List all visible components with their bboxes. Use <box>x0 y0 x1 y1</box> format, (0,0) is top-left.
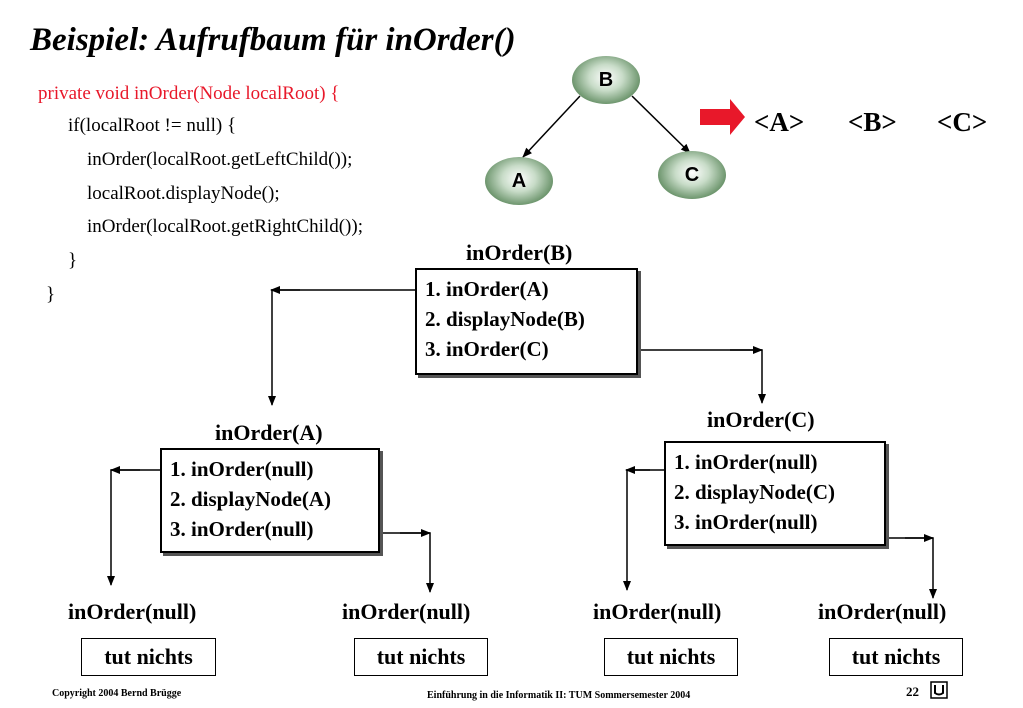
slide-title: Beispiel: Aufrufbaum für inOrder() <box>30 22 516 58</box>
arrow-b-to-a <box>271 289 415 405</box>
code-right-call: inOrder(localRoot.getRightChild()); <box>87 216 363 237</box>
arrow-a-to-null1 <box>107 469 162 586</box>
code-left-call: inOrder(localRoot.getLeftChild()); <box>87 149 353 170</box>
arrow-a-to-null2 <box>380 532 434 593</box>
call-b-box: 1. inOrder(A) 2. displayNode(B) 3. inOrd… <box>415 268 638 375</box>
call-a-step-1: 1. inOrder(null) <box>170 457 314 481</box>
call-a-box: 1. inOrder(null) 2. displayNode(A) 3. in… <box>160 448 380 553</box>
tree-node-root: B <box>572 56 640 104</box>
arrow-c-to-null4 <box>885 537 937 599</box>
tum-logo-icon <box>930 681 948 699</box>
null-call-4-body: tut nichts <box>829 638 963 676</box>
call-c-step-2: 2. displayNode(C) <box>674 480 836 504</box>
tree-node-right: C <box>658 151 726 199</box>
arrow-c-to-null3 <box>623 469 666 591</box>
call-c-step-3: 3. inOrder(null) <box>674 510 818 534</box>
null-call-2-header: inOrder(null) <box>342 599 471 624</box>
call-b-step-1: 1. inOrder(A) <box>425 277 549 301</box>
code-inner-close: } <box>68 250 78 271</box>
null-call-4-header: inOrder(null) <box>818 599 947 624</box>
null-call-1-header: inOrder(null) <box>68 599 197 624</box>
code-signature: private void inOrder(Node localRoot) { <box>38 83 340 104</box>
footer-copyright: Copyright 2004 Bernd Brügge <box>52 688 182 699</box>
call-c-box: 1. inOrder(null) 2. displayNode(C) 3. in… <box>664 441 886 546</box>
call-c-header: inOrder(C) <box>707 407 815 432</box>
call-b-header: inOrder(B) <box>466 240 573 265</box>
call-a-header: inOrder(A) <box>215 420 323 445</box>
tree-edge-left <box>522 95 581 158</box>
call-a-step-2: 2. displayNode(A) <box>170 487 332 511</box>
call-a-step-3: 3. inOrder(null) <box>170 517 314 541</box>
null-call-3-body: tut nichts <box>604 638 738 676</box>
tree-node-left: A <box>485 157 553 205</box>
null-call-2-body: tut nichts <box>354 638 488 676</box>
tree-edge-right <box>631 95 691 154</box>
code-display-call: localRoot.displayNode(); <box>87 183 280 204</box>
result-item-c: <C> <box>937 107 988 137</box>
call-b-step-2: 2. displayNode(B) <box>425 307 585 331</box>
result-item-b: <B> <box>848 107 897 137</box>
red-arrow-icon <box>700 99 745 135</box>
footer-page-number: 22 <box>906 684 919 699</box>
code-outer-close: } <box>46 284 56 305</box>
arrow-b-to-c <box>638 349 766 404</box>
footer-course: Einführung in die Informatik II: TUM Som… <box>427 690 691 701</box>
null-call-3-header: inOrder(null) <box>593 599 722 624</box>
result-item-a: <A> <box>754 107 805 137</box>
null-call-1-body: tut nichts <box>81 638 216 676</box>
call-b-step-3: 3. inOrder(C) <box>425 337 549 361</box>
code-if-line: if(localRoot != null) { <box>68 115 237 136</box>
call-c-step-1: 1. inOrder(null) <box>674 450 818 474</box>
